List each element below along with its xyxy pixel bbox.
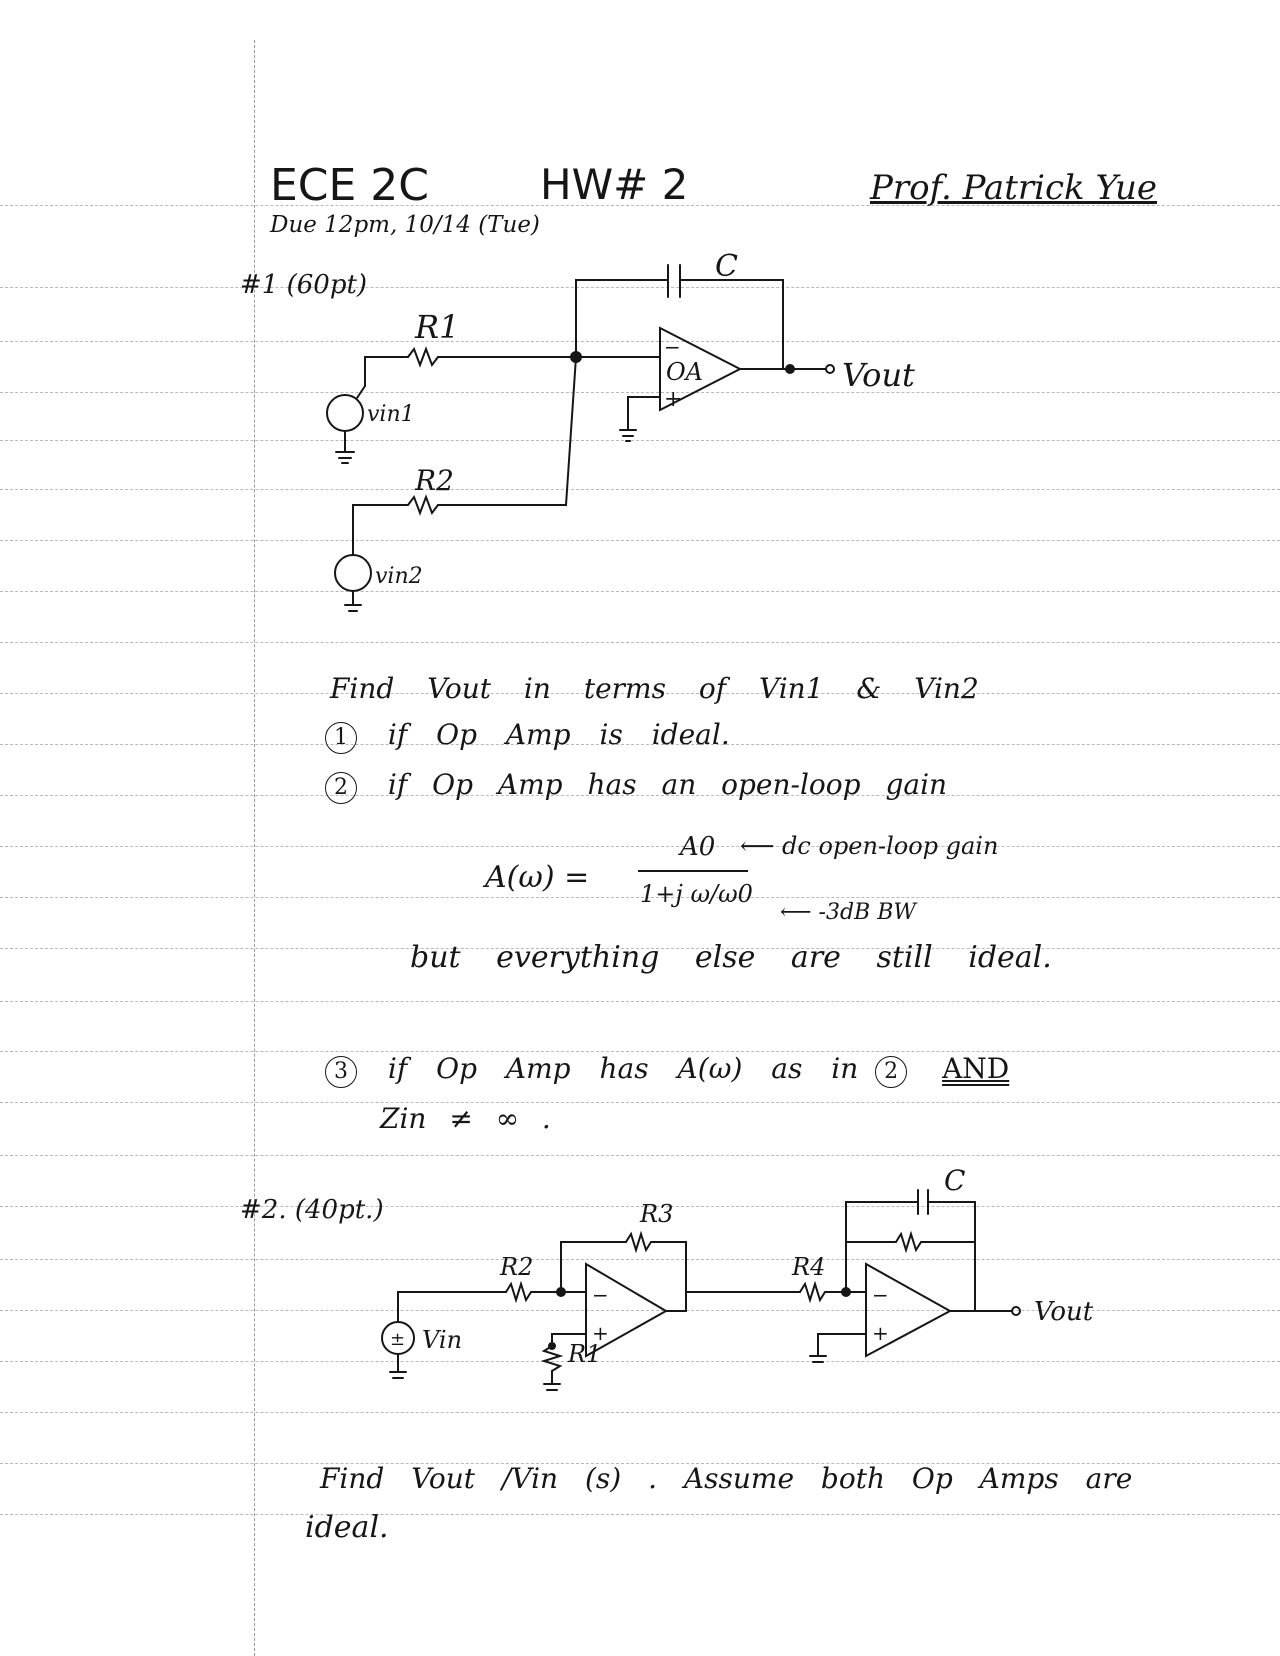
resistor-r4 [799, 1280, 826, 1304]
label-vin2: vin2 [375, 564, 423, 589]
resistor-r1 [407, 346, 439, 368]
problem2-prompt-cont: ideal. [305, 1510, 389, 1545]
output-node [785, 364, 795, 374]
resistor-r2-p2 [505, 1280, 532, 1304]
capacitor-c-p2 [917, 1189, 929, 1215]
item-3-ref: 2 [875, 1056, 908, 1088]
source-vin [381, 1321, 415, 1355]
arrow-left-icon: ⟵ [740, 832, 783, 860]
problem1-item-1: 1 if Op Amp is ideal. [325, 718, 730, 754]
capacitor-c [667, 264, 681, 298]
label-r2: R2 [414, 464, 454, 497]
source-vin1 [326, 394, 364, 432]
summing-node [570, 351, 582, 363]
label-oa-plus: + [664, 387, 682, 412]
label-vin: Vin [422, 1326, 462, 1354]
label-op1-plus: + [592, 1321, 609, 1345]
label-r1-p2: R1 [567, 1340, 601, 1368]
problem1-label: #1 (60pt) [240, 270, 368, 300]
label-c: C [715, 249, 738, 284]
item-1-text: if Op Amp is ideal. [387, 718, 730, 751]
problem2-label: #2. (40pt.) [240, 1195, 384, 1225]
label-op2-plus: + [872, 1321, 889, 1345]
item-3-number: 3 [325, 1056, 357, 1088]
item-3-and: AND [942, 1052, 1010, 1085]
vout-terminal [825, 364, 835, 374]
source-sign: ± [390, 1329, 405, 1350]
due-date: Due 12pm, 10/14 (Tue) [270, 212, 540, 238]
item-3-text: if Op Amp has A(ω) as in [387, 1052, 859, 1085]
label-op1-minus: − [592, 1283, 609, 1307]
resistor-r3 [625, 1230, 652, 1254]
label-r3: R3 [639, 1200, 673, 1228]
label-oa-minus: − [664, 335, 681, 359]
problem1-item-3: 3 if Op Amp has A(ω) as in 2 AND [325, 1052, 1009, 1088]
resistor-r1-p2 [540, 1345, 564, 1372]
problem1-item-2: 2 if Op Amp has an open-loop gain [325, 768, 947, 804]
formula-denominator: 1+j ω/ω0 [640, 880, 753, 908]
course-title: ECE 2C [270, 160, 430, 211]
label-r4: R4 [791, 1253, 825, 1281]
label-vin1: vin1 [367, 402, 415, 427]
formula-fraction-bar [638, 870, 748, 872]
source-vin2 [334, 554, 372, 592]
arrow-left-icon-2: ⟵ [780, 900, 819, 925]
item-1-number: 1 [325, 722, 357, 754]
problem1-prompt: Find Vout in terms of Vin1 & Vin2 [330, 672, 979, 705]
problem2-prompt: Find Vout /Vin (s) . Assume both Op Amps… [320, 1462, 1133, 1495]
resistor-rf [895, 1230, 922, 1254]
problem1-item-3-cont: Zin ≠ ∞ . [380, 1102, 551, 1135]
formula-lhs: A(ω) = [485, 860, 590, 895]
formula-numerator: A0 [680, 832, 716, 862]
homework-number: HW# 2 [540, 160, 689, 209]
label-r2-p2: R2 [499, 1253, 533, 1281]
formula-note-dc: ⟵ dc open-loop gain [740, 832, 999, 860]
problem1-tail: but everything else are still ideal. [410, 940, 1052, 975]
label-vout: Vout [842, 356, 915, 394]
label-c-p2: C [944, 1164, 965, 1197]
formula-note-bw: ⟵ -3dB BW [780, 900, 916, 925]
item-2-number: 2 [325, 772, 357, 804]
label-vout-p2: Vout [1034, 1297, 1094, 1327]
resistor-r2 [407, 494, 439, 516]
label-oa: OA [666, 358, 703, 386]
professor-name: Prof. Patrick Yue [870, 168, 1157, 208]
label-op2-minus: − [872, 1283, 889, 1307]
item-2-text: if Op Amp has an open-loop gain [387, 768, 948, 801]
vout-terminal-p2 [1011, 1306, 1021, 1316]
